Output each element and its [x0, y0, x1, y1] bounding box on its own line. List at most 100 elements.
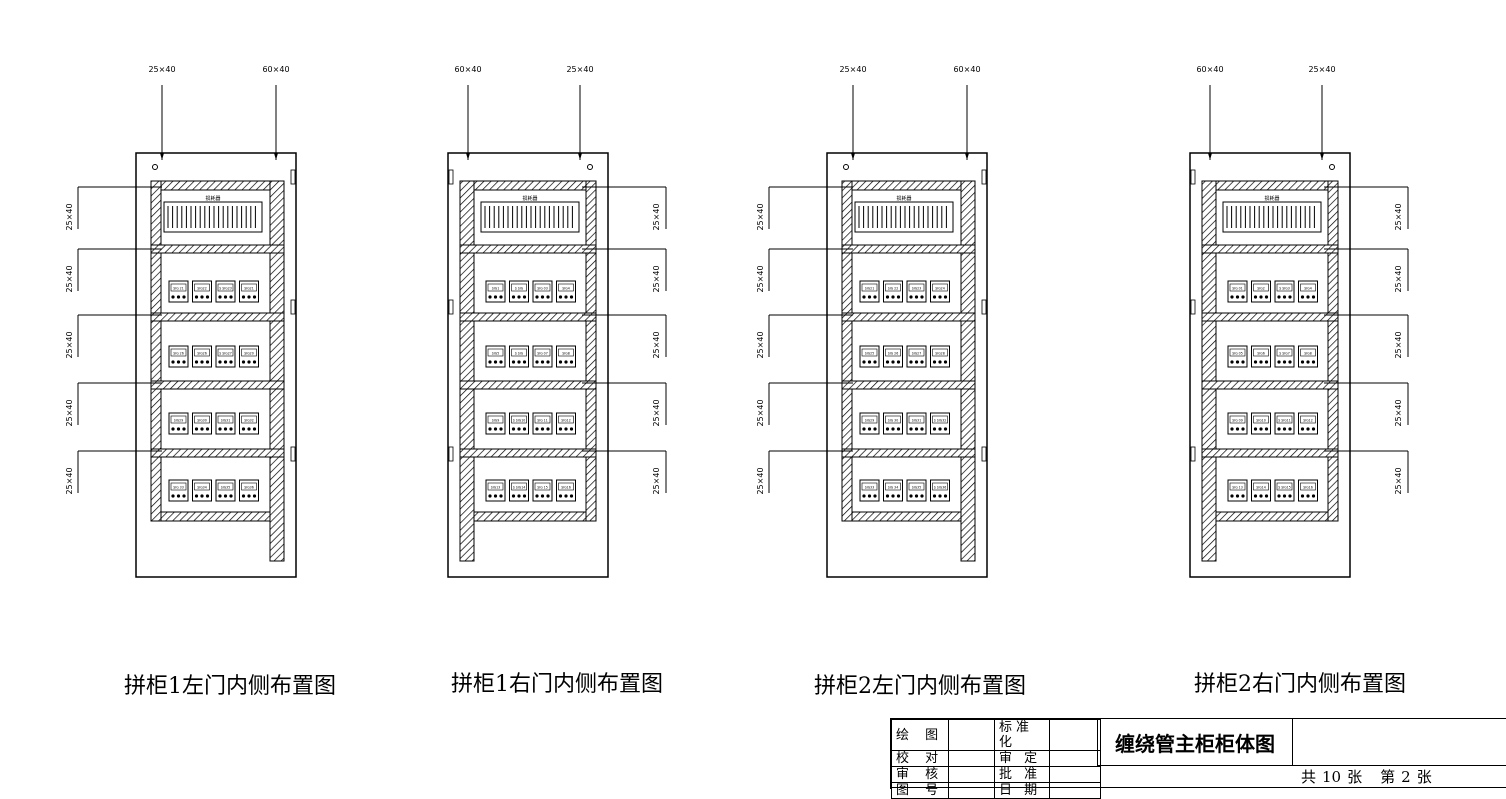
device-label: 损耗器: [522, 195, 537, 202]
hatched-top-rail: [150, 180, 285, 191]
module-label: SIG26: [197, 352, 207, 356]
module-terminal: [920, 427, 924, 431]
module-terminal: [540, 494, 545, 498]
module-terminal: [493, 295, 498, 299]
module-label-plate: [194, 283, 210, 292]
module-label-plate: [511, 415, 527, 424]
module-terminal: [511, 295, 516, 299]
module-terminal: [938, 360, 942, 364]
module-terminal: [1230, 360, 1234, 364]
top-dimension-label: 25×40: [148, 65, 175, 74]
module-terminal: [1288, 360, 1292, 364]
module-label-plate: [534, 348, 551, 357]
module-terminal: [569, 295, 574, 299]
module-terminal: [182, 494, 186, 498]
module-terminal: [873, 427, 877, 431]
module-label: SIG24: [935, 287, 945, 291]
module-terminal: [176, 295, 181, 299]
module-terminal: [517, 295, 521, 299]
module-label: SIG36: [244, 486, 254, 490]
side-dimension-label: 25×40: [1394, 265, 1403, 292]
cabinet-title-2: 拼柜1右门内侧布置图: [451, 672, 663, 697]
top-leader-arrow: [851, 153, 855, 160]
hatched-shelf: [150, 448, 285, 458]
side-dimension-label: 25×40: [65, 331, 74, 358]
module-label-plate: [241, 482, 257, 491]
top-leader-arrow: [466, 153, 470, 160]
drawing-title: 缠绕管主柜柜体图: [1097, 719, 1293, 765]
module-label-plate: [861, 482, 878, 491]
tb-label-approve: 批 准: [994, 766, 1050, 783]
module-label: SIG9: [492, 419, 499, 423]
hatched-shelf: [150, 380, 285, 390]
module-terminal: [909, 295, 913, 299]
module-terminal: [171, 360, 175, 364]
side-dimension-label: 25×40: [65, 265, 74, 292]
module-label-plate: [861, 283, 878, 292]
module-terminal: [1288, 427, 1292, 431]
module-label: SIG 22: [888, 287, 899, 291]
module-label-plate: [1276, 415, 1293, 424]
tb-value-standard: [1049, 719, 1101, 751]
module-terminal: [1277, 494, 1281, 498]
module-terminal: [932, 427, 937, 431]
top-leader-arrow: [160, 153, 164, 160]
module-label-plate: [217, 482, 234, 491]
damper-device: [480, 201, 580, 233]
module-label: SIG21: [244, 287, 254, 291]
module-terminal: [205, 427, 210, 431]
module-terminal: [1277, 360, 1281, 364]
module-terminal: [1253, 427, 1258, 431]
module-terminal: [205, 494, 210, 498]
module-terminal: [885, 427, 890, 431]
module-terminal: [493, 360, 498, 364]
hatched-shelf: [1201, 380, 1339, 390]
module-label-plate: [885, 482, 901, 491]
damper-device: [854, 201, 954, 233]
module-label-plate: [487, 482, 504, 491]
module-terminal: [862, 295, 866, 299]
module-label: SIG35: [912, 486, 922, 490]
module-label-plate: [1300, 283, 1316, 292]
module-label: SIG12: [561, 419, 571, 423]
title-block-bottom-line: [891, 787, 1506, 788]
module-label: SIG 26: [173, 352, 184, 356]
module-terminal: [1288, 295, 1292, 299]
module-terminal: [488, 295, 492, 299]
side-dimension-label: 25×40: [756, 467, 765, 494]
module-terminal: [223, 295, 228, 299]
module-label: SIG20: [244, 352, 254, 356]
module-label: SIG29: [865, 419, 875, 423]
side-dimension-label: 25×40: [1394, 203, 1403, 230]
module-terminal: [229, 360, 233, 364]
module-terminal: [241, 360, 246, 364]
module-terminal: [867, 494, 872, 498]
module-label: S SIG23: [219, 287, 232, 291]
module-terminal: [943, 427, 948, 431]
top-leader-arrow: [965, 153, 969, 160]
module-label-plate: [534, 415, 551, 424]
module-label-plate: [1229, 283, 1246, 292]
top-dimension-label: 60×40: [454, 65, 481, 74]
module-label-plate: [885, 415, 901, 424]
module-terminal: [171, 494, 175, 498]
module-label: SIG 09: [1232, 419, 1243, 423]
module-terminal: [252, 494, 257, 498]
hatched-shelf: [841, 312, 976, 322]
module-label-plate: [908, 415, 925, 424]
module-terminal: [564, 494, 568, 498]
module-terminal: [1253, 295, 1258, 299]
module-terminal: [1235, 427, 1240, 431]
tb-value-review: [948, 766, 995, 783]
module-terminal: [488, 494, 492, 498]
module-label: SIG4: [1304, 287, 1311, 291]
module-terminal: [1306, 494, 1310, 498]
module-terminal: [920, 494, 924, 498]
module-label: S SIG7: [1279, 352, 1290, 356]
module-label-plate: [241, 348, 257, 357]
module-label: SIG8: [1304, 352, 1311, 356]
module-label: SIG12: [1303, 419, 1313, 423]
module-label-plate: [217, 283, 234, 292]
